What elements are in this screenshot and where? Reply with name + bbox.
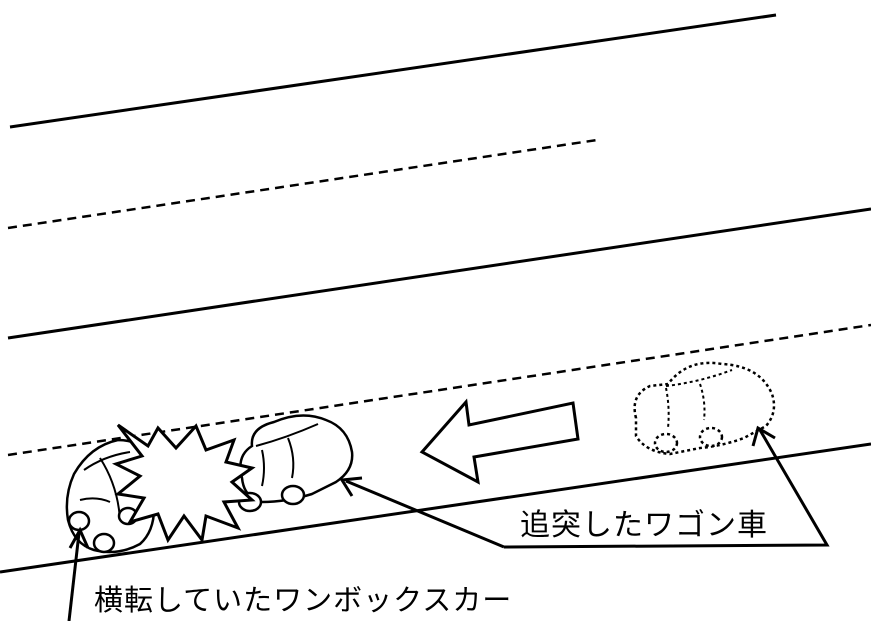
lane-divider-dashed-upper [7,138,598,230]
pointer-head-wagon-before [751,425,776,447]
wagon-car-after-icon [237,414,354,513]
road-edge-line-top [9,13,777,129]
wagon-pointer-arrows [339,425,830,549]
onebox-pointer-arrow [67,526,90,621]
pointer-line-to-crash [345,479,505,549]
wagon-car-before-icon [633,361,776,456]
pointer-to-wagon-after [503,429,830,549]
wagon-car-label: 追突したワゴン車 [520,508,768,543]
collision-burst-icon [111,423,256,544]
direction-arrow [419,398,580,485]
pointer-head-crash [339,476,363,497]
lane-divider-dashed-lower [7,323,871,457]
overturned-onebox-label: 横転していたワンボックスカー [94,583,513,617]
road-edge-line-median [7,207,871,340]
road-edge-line-bottom [0,442,871,574]
